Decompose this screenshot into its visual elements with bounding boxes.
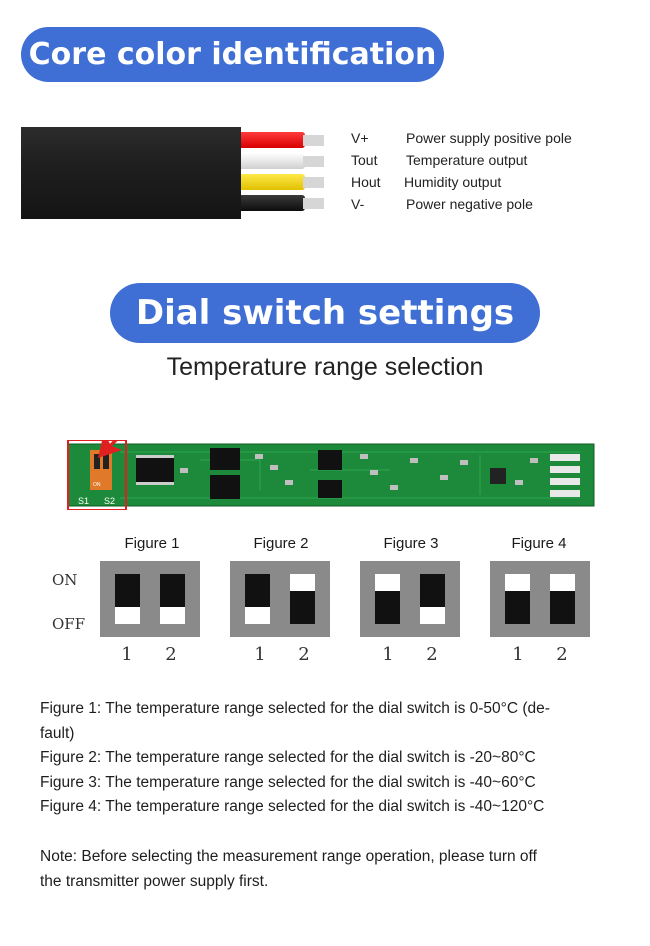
toggle-knob — [245, 607, 270, 624]
dip-toggle-2 — [550, 574, 575, 624]
off-label: OFF — [52, 615, 86, 633]
dip-toggle-1 — [245, 574, 270, 624]
wire-tip — [303, 177, 324, 188]
wire-code-tout: Tout — [351, 152, 378, 168]
switch-number: 2 — [298, 644, 310, 665]
figure-2-switch — [230, 561, 330, 637]
switch-number: 2 — [556, 644, 568, 665]
switch-number: 2 — [426, 644, 438, 665]
figure-3-title: Figure 3 — [383, 535, 439, 552]
dip-toggle-2 — [290, 574, 315, 624]
note-line2: the transmitter power supply first. — [40, 872, 269, 890]
wire-white — [241, 153, 305, 169]
wire-black — [241, 195, 305, 211]
wire-tip — [303, 198, 324, 209]
figure-3-switch — [360, 561, 460, 637]
figure-4-description: Figure 4: The temperature range selected… — [40, 798, 545, 815]
cable-jacket — [21, 127, 241, 219]
figure-2-description: Figure 2: The temperature range selected… — [40, 749, 536, 766]
toggle-knob — [115, 607, 140, 624]
toggle-knob — [550, 574, 575, 591]
switch-number: 1 — [382, 644, 394, 665]
toggle-knob — [290, 574, 315, 591]
wire-desc-tout: Temperature output — [406, 152, 528, 168]
toggle-knob — [505, 574, 530, 591]
wire-desc-hout: Humidity output — [404, 174, 502, 190]
switch-number: 1 — [254, 644, 266, 665]
figure-3-description: Figure 3: The temperature range selected… — [40, 773, 536, 791]
wire-desc-vminus: Power negative pole — [406, 196, 533, 212]
switch-number: 1 — [512, 644, 524, 665]
figure-4-switch — [490, 561, 590, 637]
switch-number: 1 — [121, 644, 133, 665]
temperature-range-subtitle: Temperature range selection — [166, 353, 484, 381]
figure-1-description-line1: Figure 1: The temperature range selected… — [40, 700, 550, 717]
figure-2-title: Figure 2 — [253, 535, 309, 552]
figure-1-description: Figure 1: The temperature range selected… — [40, 697, 610, 820]
wire-yellow — [241, 174, 305, 190]
figure-4-title: Figure 4 — [511, 535, 567, 552]
wire-code-vminus: V- — [351, 196, 365, 212]
toggle-knob — [160, 607, 185, 624]
wire-tip — [303, 156, 324, 167]
pcb-s1-label: S1 — [78, 496, 89, 506]
pcb-on-label: ON — [93, 482, 101, 488]
figure-1-title: Figure 1 — [124, 535, 180, 552]
switch-highlight-box — [67, 440, 127, 510]
wire-tip — [303, 135, 324, 146]
dial-switch-title: Dial switch settings — [110, 283, 540, 343]
dip-toggle-1 — [505, 574, 530, 624]
core-color-title: Core color identification — [21, 27, 444, 82]
note-line1: Note: Before selecting the measurement r… — [40, 848, 537, 865]
pointer-arrow-icon — [98, 440, 122, 458]
wire-red — [241, 132, 305, 148]
dip-toggle-2 — [420, 574, 445, 624]
figure-1-description-line2: fault) — [40, 724, 75, 742]
figure-1-switch — [100, 561, 200, 637]
wire-code-vplus: V+ — [351, 130, 369, 146]
note: Note: Before selecting the measurement r… — [40, 845, 610, 894]
dip-toggle-2 — [160, 574, 185, 624]
switch-number: 2 — [165, 644, 177, 665]
dip-toggle-1 — [115, 574, 140, 624]
wire-code-hout: Hout — [351, 174, 381, 190]
pcb-s2-label: S2 — [104, 496, 115, 506]
pcb-board-image: ON S1 S2 — [67, 440, 595, 510]
wire-desc-vplus: Power supply positive pole — [406, 130, 572, 146]
dip-toggle-1 — [375, 574, 400, 624]
on-label: ON — [52, 571, 78, 589]
toggle-knob — [375, 574, 400, 591]
toggle-knob — [420, 607, 445, 624]
